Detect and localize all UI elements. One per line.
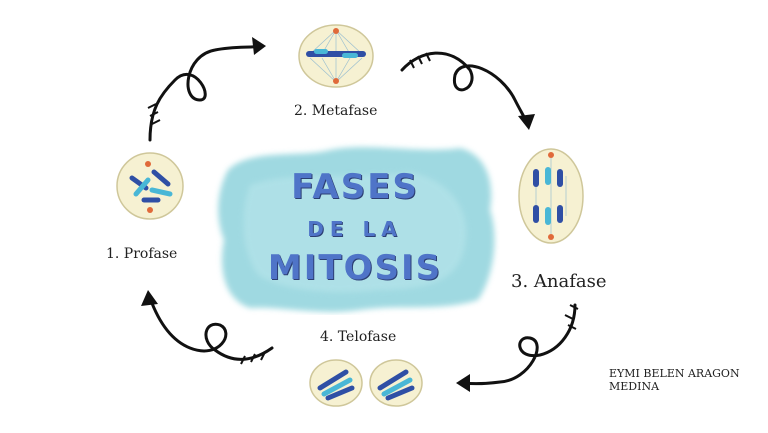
watercolor-background bbox=[218, 147, 495, 312]
arrowhead-metafase bbox=[252, 37, 266, 55]
title-line-3: MITOSIS bbox=[267, 248, 443, 288]
arrowhead-telofase bbox=[456, 374, 470, 392]
title-block: FASES DE LA MITOSIS bbox=[210, 140, 500, 315]
arrowhead-profase bbox=[141, 290, 158, 306]
arrow-metafase-to-anafase bbox=[400, 51, 530, 127]
author-line-2: MEDINA bbox=[609, 380, 660, 393]
metafase-cell bbox=[298, 24, 374, 88]
telofase-cell-right bbox=[369, 359, 423, 407]
title-line-1: FASES bbox=[291, 167, 419, 207]
label-metafase: 2. Metafase bbox=[294, 103, 378, 119]
author-line-1: EYMI BELEN ARAGON bbox=[609, 367, 740, 380]
profase-cell bbox=[116, 152, 184, 220]
title-line-2: DE LA bbox=[307, 217, 403, 241]
label-anafase: 3. Anafase bbox=[511, 271, 607, 292]
label-profase: 1. Profase bbox=[106, 246, 178, 262]
label-telofase: 4. Telofase bbox=[320, 329, 397, 345]
arrowhead-anafase bbox=[518, 114, 535, 130]
telofase-cell-left bbox=[309, 359, 363, 407]
arrow-anafase-to-telofase bbox=[460, 303, 577, 386]
author-credit: EYMI BELEN ARAGON MEDINA bbox=[609, 367, 759, 393]
arrow-telofase-to-profase bbox=[148, 296, 274, 361]
anafase-cell bbox=[518, 148, 584, 244]
arrow-profase-to-metafase bbox=[148, 44, 264, 142]
